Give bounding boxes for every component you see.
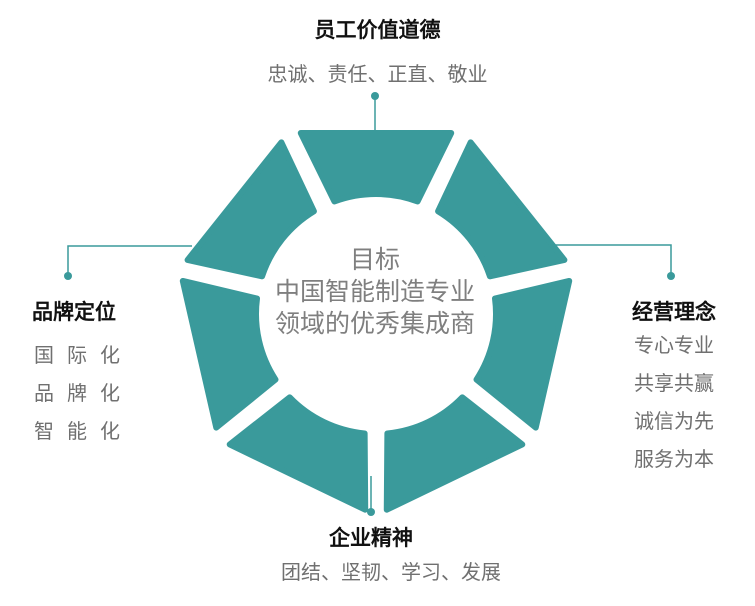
left-title: 品牌定位: [32, 300, 116, 324]
connector-left: [64, 245, 192, 280]
connector-bottom: [367, 476, 375, 516]
right-items: 专心专业 共享共赢 诚信为先 服务为本: [634, 326, 714, 478]
top-subtitle: 忠诚、责任、正直、敬业: [267, 62, 488, 86]
center-goal-line-1: 中国智能制造专业: [274, 277, 475, 306]
left-items: 国际化 品牌化 智能化: [34, 336, 133, 450]
center-goal-label: 目标: [349, 245, 400, 274]
top-title: 员工价值道德: [314, 18, 441, 42]
cycle-segment: [184, 139, 317, 280]
right-title: 经营理念: [632, 300, 716, 324]
right-item: 专心专业: [634, 333, 714, 357]
cycle-segment: [383, 394, 526, 513]
right-item: 诚信为先: [634, 409, 714, 433]
cycle-segment: [226, 394, 369, 513]
bottom-title: 企业精神: [329, 526, 413, 550]
bottom-subtitle: 团结、坚韧、学习、发展: [281, 560, 501, 584]
connector-right: [553, 244, 675, 280]
center-goal-line-2: 领域的优秀集成商: [274, 309, 475, 338]
right-item: 共享共赢: [634, 371, 714, 395]
center-circle: [260, 198, 492, 430]
cycle-segments: [179, 130, 573, 513]
left-item: 品牌化: [34, 381, 133, 405]
left-item: 智能化: [34, 419, 133, 443]
cycle-segment: [297, 130, 455, 205]
cycle-segment: [473, 277, 573, 431]
connector-top: [371, 92, 379, 138]
right-item: 服务为本: [634, 447, 714, 471]
cycle-segment: [179, 277, 279, 431]
cycle-segment: [435, 139, 568, 280]
left-item: 国际化: [34, 343, 133, 367]
